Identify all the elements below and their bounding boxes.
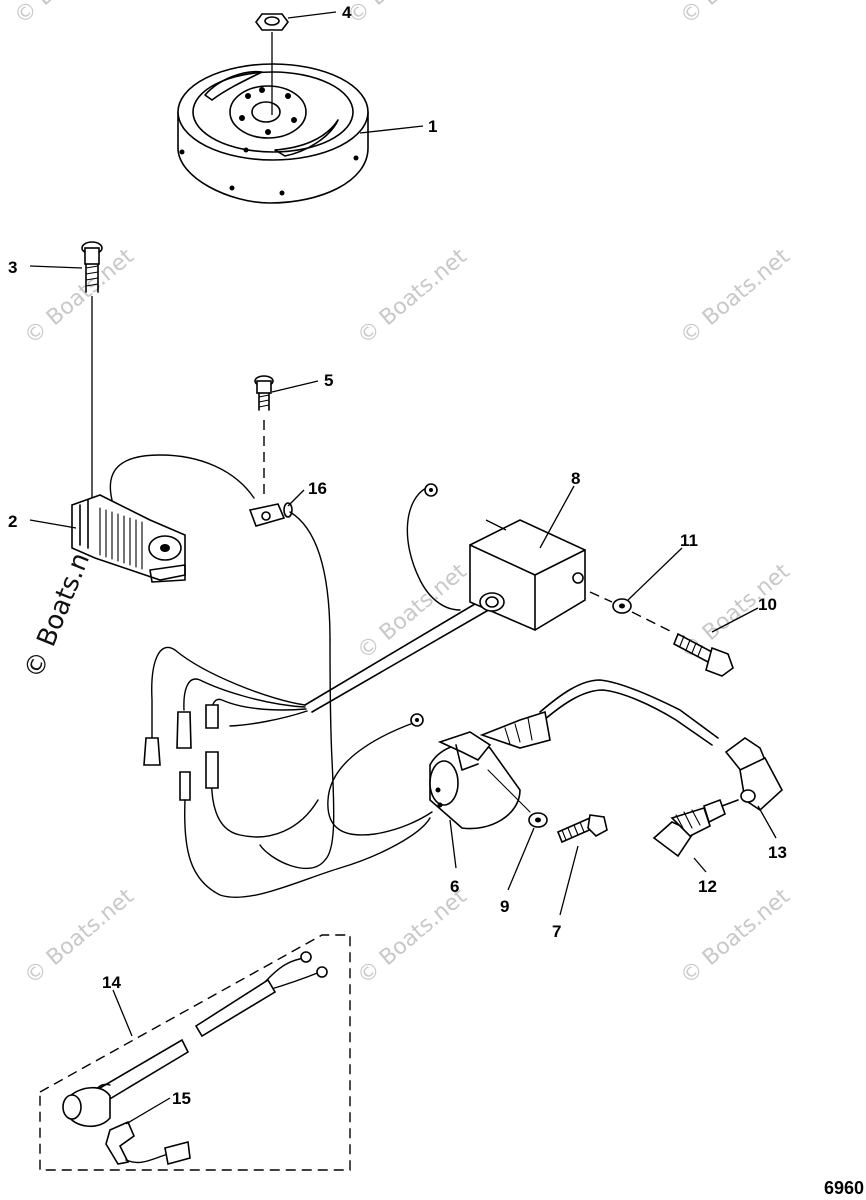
callout-8: 8 — [571, 469, 580, 488]
wiring — [109, 454, 719, 899]
callout-3: 3 — [8, 258, 17, 277]
callout-12: 12 — [698, 877, 717, 896]
part-9-washer — [487, 769, 548, 828]
watermark-top-right: © B — [676, 0, 726, 30]
callout-6: 6 — [450, 877, 459, 896]
callout-10: 10 — [758, 595, 777, 614]
part-11-washer — [589, 591, 632, 614]
part-2-charge-coil — [71, 494, 186, 583]
watermark-row2-middle: © Boats.net — [353, 244, 472, 350]
figure-number: 6960 — [824, 1178, 864, 1198]
part-16-wire-clamp — [248, 502, 293, 527]
callout-2: 2 — [8, 512, 17, 531]
part-6-ignition-coil — [429, 710, 551, 830]
part-5-clamp-screw — [254, 375, 274, 498]
watermark-row4-right: © Boats.net — [676, 884, 795, 990]
watermark-row2-right: © Boats.net — [676, 244, 795, 350]
part-14-stop-switch-harness — [62, 951, 328, 1128]
watermark-row4-left: © Boats.net — [20, 884, 139, 990]
callout-15: 15 — [172, 1089, 191, 1108]
callout-5: 5 — [324, 371, 333, 390]
part-3-stator-screw — [81, 241, 103, 505]
part-13-spark-plug-boot — [724, 737, 783, 812]
callout-9: 9 — [500, 897, 509, 916]
callout-1: 1 — [428, 117, 437, 136]
part-15-lanyard-clip — [105, 1120, 191, 1166]
kit-box-dashed-outline — [39, 934, 351, 1171]
part-1-flywheel — [177, 63, 369, 204]
part-12-spark-plug — [652, 798, 739, 858]
part-8-cd-module — [469, 519, 586, 631]
part-7-coil-screw — [556, 814, 608, 844]
callout-11: 11 — [680, 531, 698, 550]
watermark-top-left: © B — [10, 0, 60, 30]
callout-7: 7 — [552, 922, 561, 941]
callout-labels: 1 2 3 4 5 6 7 8 9 10 11 12 13 14 15 16 — [8, 3, 787, 1108]
watermark-row2-left: © Boats.net — [20, 244, 139, 350]
leader-lines — [29, 11, 777, 1125]
part-4-flywheel-nut — [255, 13, 289, 115]
callout-4: 4 — [342, 3, 352, 22]
callout-14: 14 — [102, 973, 121, 992]
watermark-row4-middle: © Boats.net — [353, 884, 472, 990]
part-10-module-bolt — [631, 611, 734, 677]
callout-13: 13 — [768, 843, 787, 862]
callout-16: 16 — [308, 479, 327, 498]
watermark-row3-middle: © Boats.net — [353, 559, 472, 665]
